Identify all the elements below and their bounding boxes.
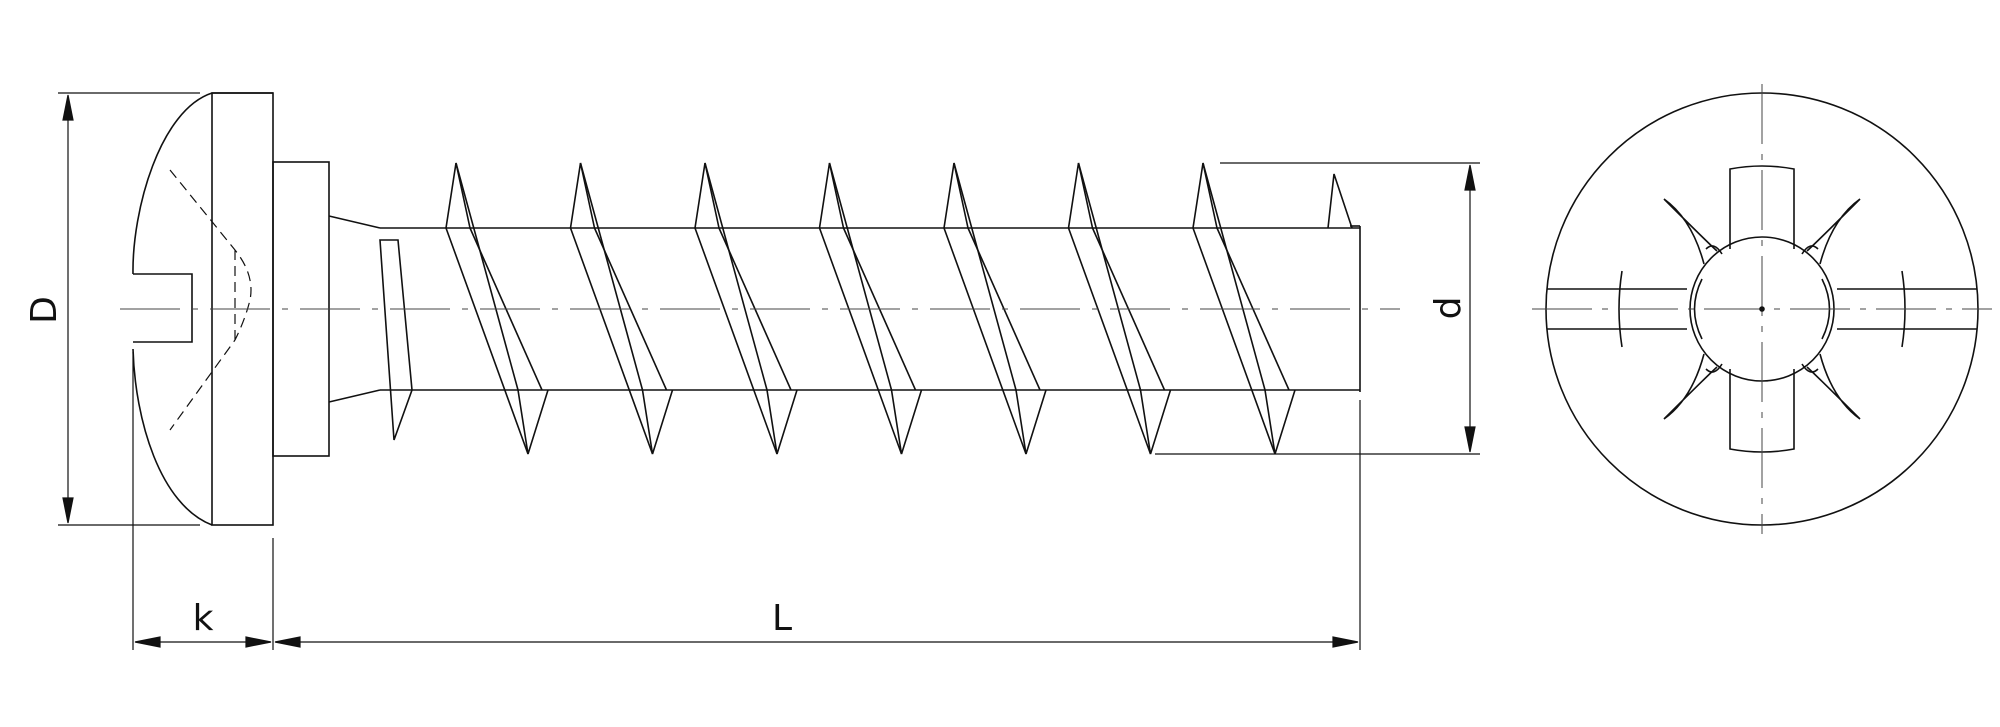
end-view <box>1532 84 1992 534</box>
label-L: L <box>772 598 792 639</box>
thread-flank <box>579 162 644 391</box>
head-slot <box>133 273 193 343</box>
thread-end <box>1327 173 1353 229</box>
thread-crest-bottom <box>1139 389 1172 455</box>
label-k: k <box>193 598 214 639</box>
label-D: D <box>24 296 65 324</box>
thread-crest-bottom <box>1015 389 1047 455</box>
thread-crest-bottom <box>641 389 674 455</box>
thread-flank <box>593 227 668 391</box>
dim-k-arrow-right <box>245 636 272 648</box>
thread-flank <box>1077 162 1142 391</box>
pozi-notches <box>1663 198 1861 420</box>
dim-d-arrow-bottom <box>1464 426 1476 453</box>
dimension-lines <box>58 92 1480 650</box>
thread-flank <box>1202 162 1266 391</box>
thread-profile <box>379 162 1353 455</box>
dim-d-arrow-top <box>1464 164 1476 191</box>
thread-flank <box>704 162 768 391</box>
thread-crest-bottom <box>1264 389 1296 455</box>
thread-flank <box>455 162 519 391</box>
screw-neck-taper <box>328 215 381 403</box>
thread-flank-back <box>694 227 778 455</box>
head-dome-outline <box>132 92 213 526</box>
thread-flank-back <box>818 227 903 455</box>
thread-crest-bottom <box>890 389 923 455</box>
dim-k-arrow-left <box>134 636 161 648</box>
thread-crest-bottom <box>766 389 798 455</box>
center-point <box>1759 306 1765 312</box>
thread-flank-back <box>943 227 1027 455</box>
thread-flank-back <box>1192 227 1276 455</box>
side-view <box>120 92 1400 526</box>
thread-start <box>379 239 413 441</box>
thread-flank <box>828 162 893 391</box>
dim-L-arrow-right <box>1332 636 1359 648</box>
thread-crest-bottom <box>517 389 549 455</box>
dim-D-arrow-bottom <box>62 497 74 524</box>
dim-D-arrow-top <box>62 94 74 121</box>
label-d: d <box>1428 297 1469 320</box>
thread-flank-back <box>569 227 654 455</box>
dim-L-arrow-left <box>274 636 301 648</box>
thread-flank-back <box>1067 227 1152 455</box>
recess-hidden-lines <box>169 169 252 431</box>
thread-flank-back <box>445 227 529 455</box>
thread-flank <box>953 162 1017 391</box>
